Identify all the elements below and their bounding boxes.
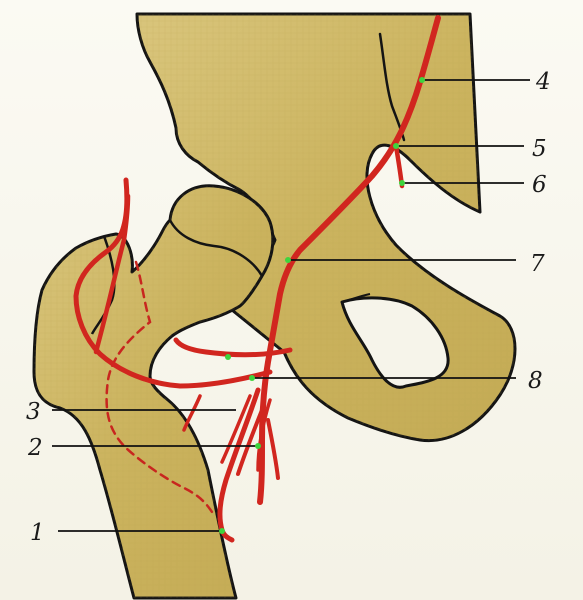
pelvic-contour-line [341,293,371,303]
label-4: 4 [535,69,551,95]
branch-3-b [182,394,202,432]
descending-branch-1 [217,387,261,543]
marker-6 [399,180,405,186]
marker-1 [219,528,225,534]
label-3: 3 [26,399,41,425]
femur-bone [32,184,275,600]
label-7: 7 [530,251,545,277]
label-2: 2 [27,435,43,461]
obturator-foramen [340,296,450,389]
marker-4 [419,77,425,83]
label-5: 5 [532,136,547,162]
number-labels: 1 2 3 4 5 6 7 8 [26,69,551,546]
hidden-vessel-dashed [105,260,214,514]
trochanter-loop [93,193,131,355]
medial-circumflex [173,337,293,358]
leader-lines [52,79,530,532]
marker-8 [249,375,255,381]
branch-2-a [236,408,264,476]
marker-7 [285,257,291,263]
marker-8b [225,354,231,360]
label-6: 6 [532,172,547,198]
branch-3-a [220,394,252,464]
lateral-circumflex [73,177,273,389]
marker-2 [255,443,261,449]
label-8: 8 [528,368,543,394]
branch-3-c [256,398,272,472]
markers [219,77,425,534]
arteries [73,15,441,543]
femoral-head-contour [168,219,264,277]
marker-5 [393,143,399,149]
branch-2-b [266,418,280,480]
greater-trochanter-contour [90,235,116,335]
label-1: 1 [30,520,45,546]
